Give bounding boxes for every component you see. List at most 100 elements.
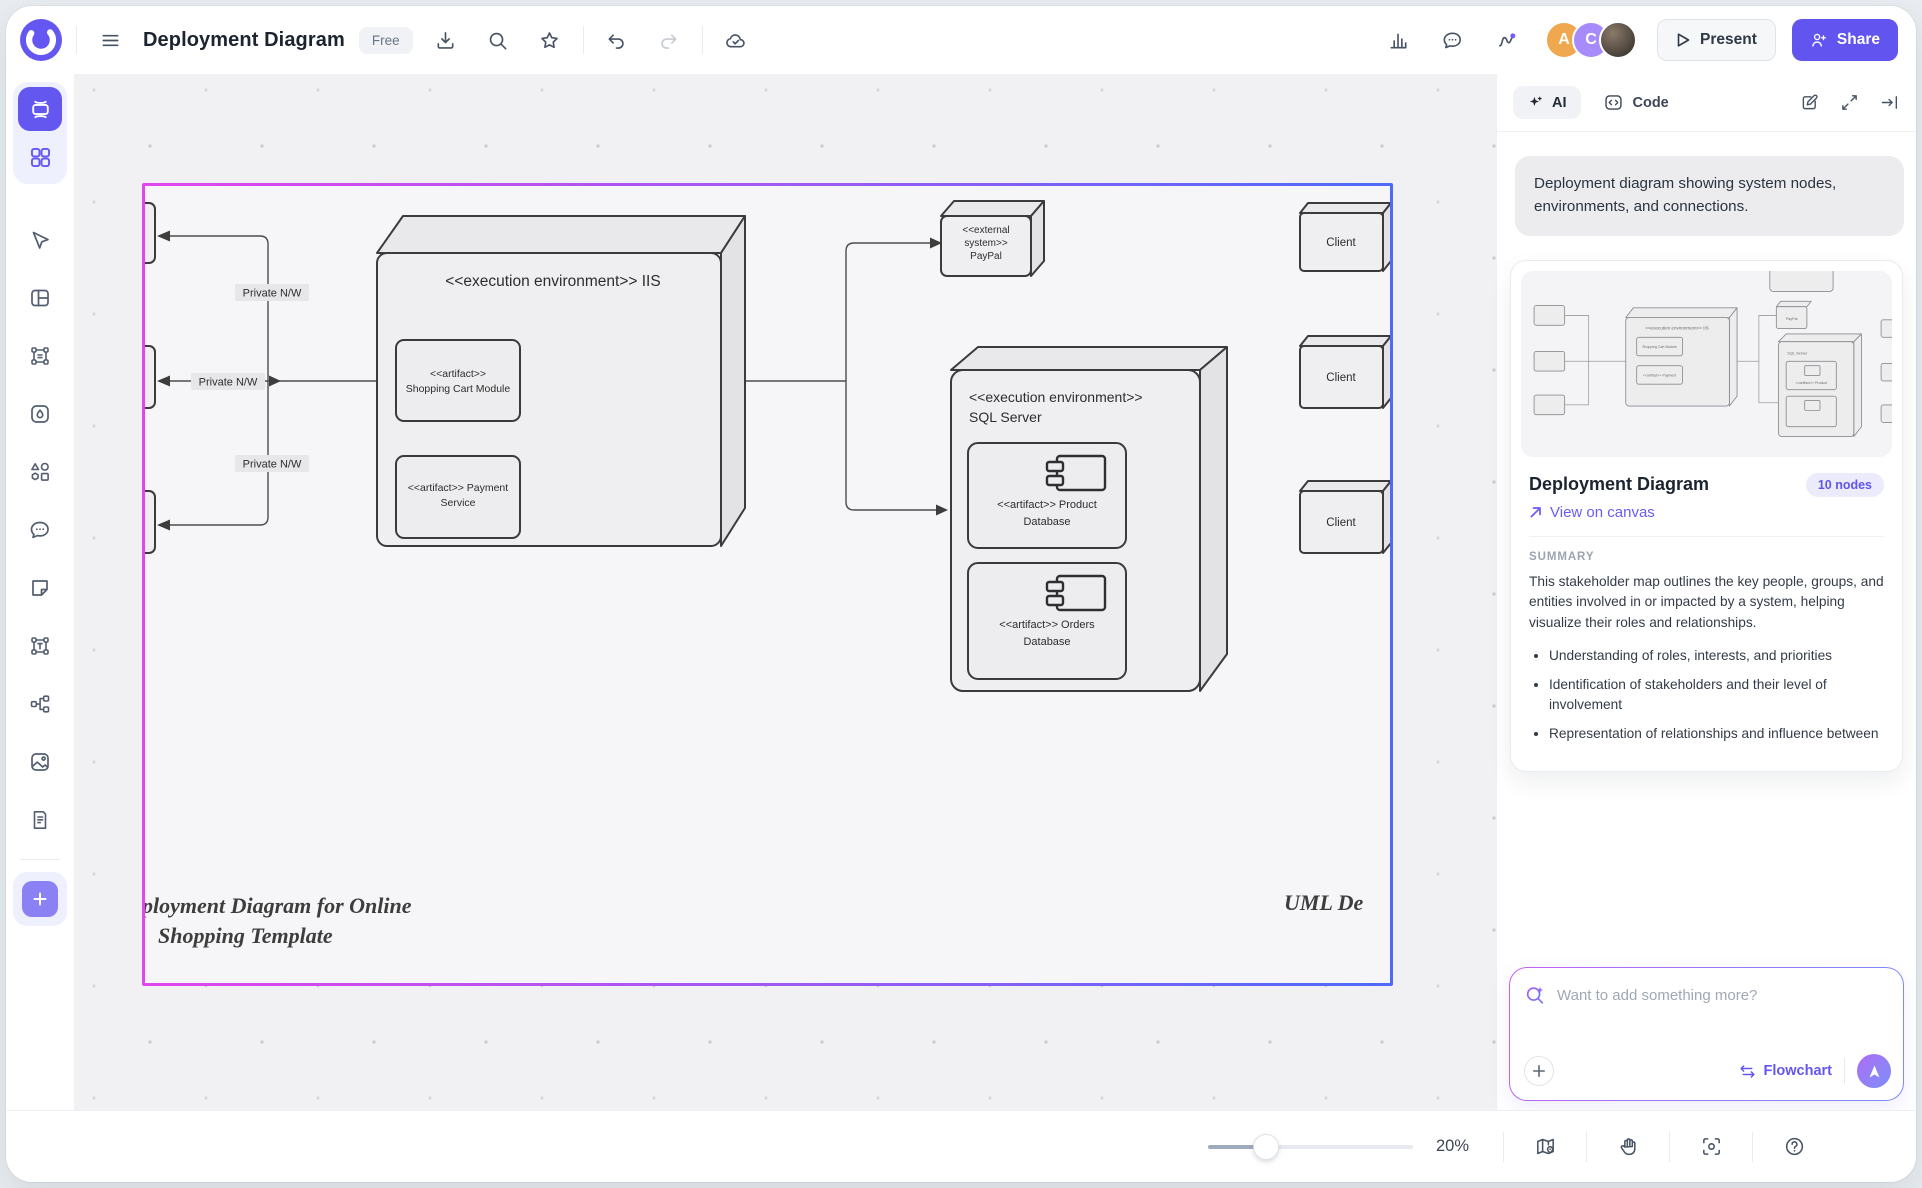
share-button[interactable]: Share xyxy=(1792,19,1898,61)
app-window: Deployment Diagram Free xyxy=(6,6,1916,1182)
edit-icon[interactable] xyxy=(1799,92,1820,113)
tab-ai[interactable]: AI xyxy=(1513,86,1581,119)
comment-tool[interactable] xyxy=(19,508,62,551)
ai-chat-input-box[interactable]: Flowchart xyxy=(1509,967,1904,1101)
node-client[interactable]: Client xyxy=(1300,203,1390,271)
deployment-diagram[interactable]: Private N/W Private N/W Private N/W xyxy=(145,186,1390,983)
send-button[interactable] xyxy=(1857,1054,1891,1088)
divider xyxy=(1529,536,1884,537)
attach-button[interactable] xyxy=(1524,1056,1554,1086)
template-caption-right: UML De xyxy=(1284,890,1363,915)
node-iis[interactable]: <<execution environment>> IIS <<artifact… xyxy=(377,216,745,546)
add-button[interactable] xyxy=(22,881,58,917)
zoom-level: 20% xyxy=(1436,1137,1480,1156)
node-client[interactable]: Client xyxy=(1300,481,1390,553)
arrow-up-right-icon xyxy=(1529,505,1543,519)
svg-text:PayPal: PayPal xyxy=(1786,316,1798,320)
transform-select-tool[interactable] xyxy=(19,334,62,377)
add-tool-group xyxy=(13,872,67,926)
favorite-star-icon[interactable] xyxy=(531,21,569,59)
image-tool[interactable] xyxy=(19,740,62,783)
node-paypal[interactable]: <<external system>> PayPal xyxy=(941,201,1044,276)
summary-bullet: Identification of stakeholders and their… xyxy=(1549,675,1884,715)
present-button[interactable]: Present xyxy=(1657,19,1776,61)
zoom-slider[interactable] xyxy=(1208,1134,1413,1160)
node-client-clipped[interactable] xyxy=(145,203,155,553)
undo-icon[interactable] xyxy=(598,21,636,59)
tab-code[interactable]: Code xyxy=(1603,92,1669,113)
connector-tool[interactable] xyxy=(19,682,62,725)
template-caption-left2: Shopping Template xyxy=(158,923,333,948)
diagram-tool-button[interactable] xyxy=(18,87,62,131)
svg-text:<<artifact>> Product: <<artifact>> Product xyxy=(997,499,1097,511)
search-icon[interactable] xyxy=(479,21,517,59)
canvas-controls: 20% xyxy=(1208,1129,1812,1165)
redo-icon[interactable] xyxy=(650,21,688,59)
summary-bullet: Representation of relationships and infl… xyxy=(1549,724,1884,744)
summary-bullet: Understanding of roles, interests, and p… xyxy=(1549,646,1884,666)
select-cursor-tool[interactable] xyxy=(19,218,62,261)
divider xyxy=(1586,1132,1587,1162)
document-tool[interactable] xyxy=(19,798,62,841)
magic-search-icon xyxy=(1524,984,1546,1006)
chat-text-input[interactable] xyxy=(1557,987,1889,1004)
app-logo-icon[interactable] xyxy=(20,19,62,61)
left-toolbar xyxy=(6,74,74,1110)
zoom-slider-handle[interactable] xyxy=(1253,1134,1279,1160)
layout-frame-tool[interactable] xyxy=(19,276,62,319)
connector-label[interactable]: Private N/W xyxy=(235,284,309,301)
pan-hand-icon[interactable] xyxy=(1610,1129,1646,1165)
basic-shapes-tool[interactable] xyxy=(19,450,62,493)
connector-label[interactable]: Private N/W xyxy=(191,373,265,390)
sticky-note-tool[interactable] xyxy=(19,566,62,609)
activity-feed-icon[interactable] xyxy=(1487,21,1525,59)
divider xyxy=(702,26,703,54)
shape-draw-tool[interactable] xyxy=(19,392,62,435)
shape-library-button[interactable] xyxy=(18,135,62,179)
expand-icon[interactable] xyxy=(1839,92,1860,113)
collaborator-avatars: A C xyxy=(1545,21,1637,59)
node-client[interactable]: Client xyxy=(1300,336,1390,408)
minimap-icon[interactable] xyxy=(1527,1129,1563,1165)
canvas[interactable]: Private N/W Private N/W Private N/W xyxy=(74,74,1496,1110)
artifact-payment-service[interactable]: <<artifact>> Payment Service xyxy=(396,456,520,538)
divider xyxy=(583,26,584,54)
artifact-orders-database[interactable]: <<artifact>> Orders Database xyxy=(968,563,1126,679)
help-icon[interactable] xyxy=(1776,1129,1812,1165)
connector-label[interactable]: Private N/W xyxy=(235,455,309,472)
tool-list xyxy=(19,218,62,841)
avatar[interactable] xyxy=(1599,21,1637,59)
text-box-tool[interactable] xyxy=(19,624,62,667)
selected-template-frame[interactable]: Private N/W Private N/W Private N/W xyxy=(142,183,1393,986)
main-menu-icon[interactable] xyxy=(91,21,129,59)
card-title: Deployment Diagram xyxy=(1529,474,1709,495)
artifact-product-database[interactable]: <<artifact>> Product Database xyxy=(968,443,1126,548)
download-icon[interactable] xyxy=(427,21,465,59)
diagram-result-card[interactable]: <<execution environment>> IIS Shopping C… xyxy=(1510,260,1903,772)
comments-icon[interactable] xyxy=(1433,21,1471,59)
diagram-thumbnail[interactable]: <<execution environment>> IIS Shopping C… xyxy=(1521,271,1892,457)
template-caption-left: ployment Diagram for Online xyxy=(145,893,412,918)
svg-text:Shopping Cart Module: Shopping Cart Module xyxy=(406,383,511,395)
svg-text:SQL Server: SQL Server xyxy=(969,409,1042,425)
summary-label: SUMMARY xyxy=(1529,551,1884,563)
bottom-toolbar: 20% xyxy=(6,1110,1916,1182)
node-sql-server[interactable]: <<execution environment>> SQL Server <<a… xyxy=(951,347,1227,691)
divider xyxy=(1669,1132,1670,1162)
svg-text:<<external: <<external xyxy=(962,225,1009,236)
code-icon xyxy=(1603,92,1624,113)
view-on-canvas-link[interactable]: View on canvas xyxy=(1529,504,1884,521)
thumbnail-diagram: <<execution environment>> IIS Shopping C… xyxy=(1521,271,1892,457)
focus-capture-icon[interactable] xyxy=(1693,1129,1729,1165)
send-arrow-icon xyxy=(1866,1063,1883,1080)
present-label: Present xyxy=(1700,31,1757,49)
collapse-panel-icon[interactable] xyxy=(1879,92,1900,113)
artifact-shopping-cart[interactable]: <<artifact>> Shopping Cart Module xyxy=(396,340,520,421)
ai-message-bubble: Deployment diagram showing system nodes,… xyxy=(1515,156,1904,236)
analytics-icon[interactable] xyxy=(1379,21,1417,59)
svg-text:PayPal: PayPal xyxy=(970,251,1002,262)
play-icon xyxy=(1676,32,1691,48)
mode-selector-flowchart[interactable]: Flowchart xyxy=(1739,1063,1832,1079)
svg-text:Client: Client xyxy=(1326,372,1356,384)
cloud-saved-icon[interactable] xyxy=(717,21,755,59)
